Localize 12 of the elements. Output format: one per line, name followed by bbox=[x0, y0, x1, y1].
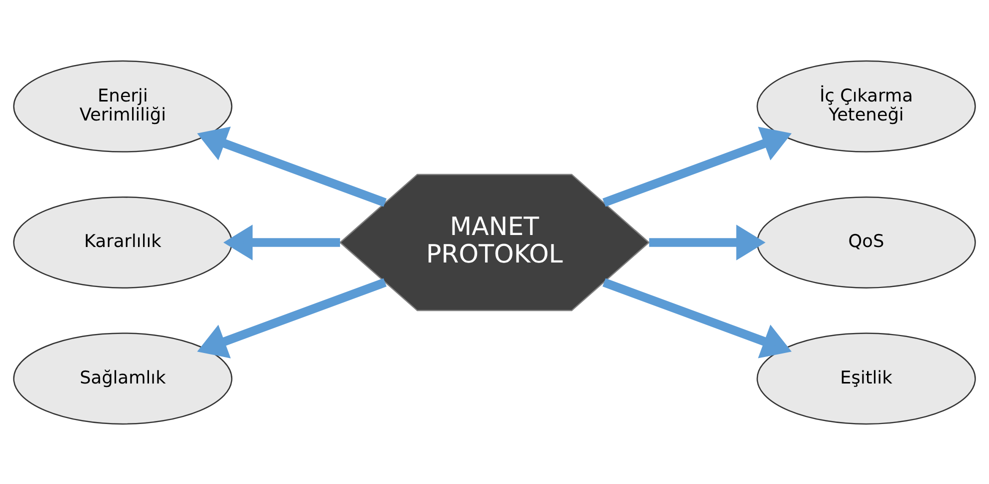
arrow bbox=[602, 278, 792, 358]
arrow bbox=[649, 224, 766, 260]
arrow bbox=[197, 278, 387, 358]
node-ellipse: Eşitlik bbox=[756, 332, 976, 424]
arrow bbox=[197, 126, 387, 206]
arrow bbox=[223, 224, 340, 260]
node-ellipse: Sağlamlık bbox=[13, 332, 232, 424]
node-ellipse: Kararlılık bbox=[13, 196, 232, 288]
arrow bbox=[602, 126, 792, 206]
node-ellipse: QoS bbox=[756, 196, 976, 288]
node-ellipse: İç Çıkarma Yeteneği bbox=[756, 60, 976, 152]
node-ellipse: Enerji Verimliliği bbox=[13, 60, 232, 152]
